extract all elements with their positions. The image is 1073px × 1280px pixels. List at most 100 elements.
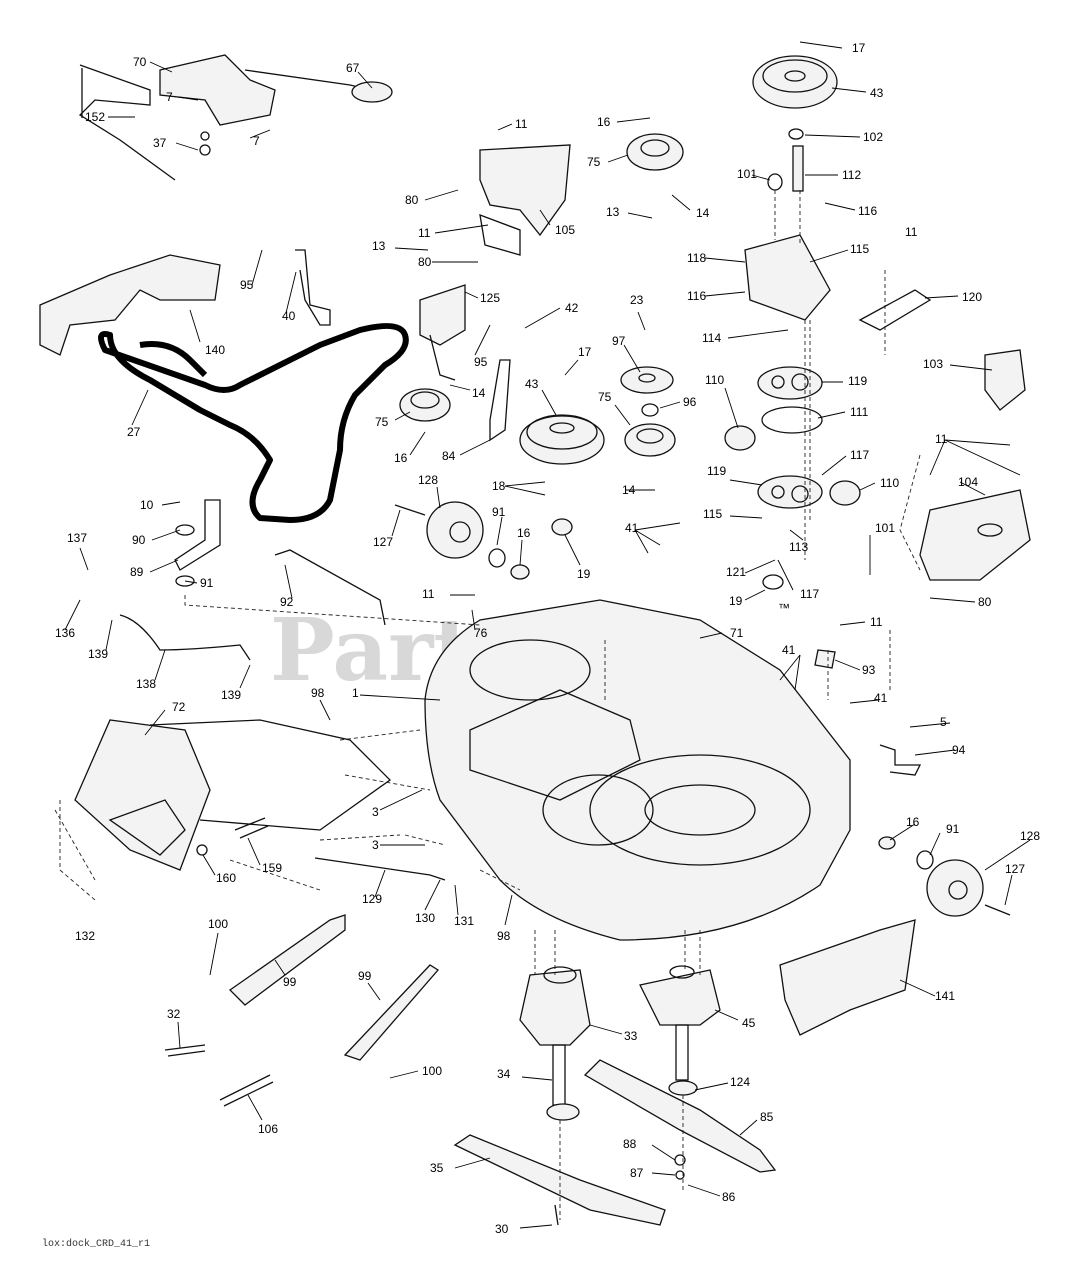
- callout-label: 11: [870, 615, 883, 629]
- callout-label: 138: [136, 677, 156, 691]
- callout-label: 140: [205, 343, 225, 357]
- callout-label: 128: [418, 473, 438, 487]
- callout-label: 115: [850, 242, 869, 256]
- callout-label: 132: [75, 929, 95, 943]
- callout-label: 16: [906, 815, 920, 829]
- callout-label: 19: [577, 567, 591, 581]
- callout-label: 101: [737, 167, 757, 181]
- callout-label: 1: [352, 686, 359, 700]
- callout-label: 112: [842, 168, 861, 182]
- callout-label: 91: [492, 505, 506, 519]
- callout-label: 136: [55, 626, 75, 640]
- callout-label: 5: [940, 715, 947, 729]
- callout-label: 14: [472, 386, 486, 400]
- callout-label: 11: [418, 226, 431, 240]
- callout-label: 113: [789, 540, 808, 554]
- callout-label: 86: [722, 1190, 736, 1204]
- callout-label: 98: [497, 929, 511, 943]
- callout-label: 100: [208, 917, 228, 931]
- callout-label: 117: [800, 587, 819, 601]
- callout-label: 43: [525, 377, 539, 391]
- callout-label: 119: [848, 374, 867, 388]
- callout-label: 139: [88, 647, 108, 661]
- callout-label: 67: [346, 61, 360, 75]
- callout-label: 35: [430, 1161, 444, 1175]
- callout-label: 37: [153, 136, 167, 150]
- callout-label: 3: [372, 838, 379, 852]
- callout-label: 110: [705, 373, 724, 387]
- callout-label: 75: [598, 390, 612, 404]
- callout-label: 118: [687, 251, 706, 265]
- callout-label: 27: [127, 425, 141, 439]
- callout-label: 43: [870, 86, 884, 100]
- callout-label: 125: [480, 291, 500, 305]
- callout-label: 131: [454, 914, 474, 928]
- callout-label: 11: [422, 587, 435, 601]
- callout-label: 121: [726, 565, 746, 579]
- callout-label: 71: [730, 626, 744, 640]
- callout-label: 11: [935, 432, 948, 446]
- callout-label: 10: [140, 498, 154, 512]
- callout-label: 42: [565, 301, 579, 315]
- callout-label: 32: [167, 1007, 181, 1021]
- callout-label: 16: [597, 115, 611, 129]
- callout-label: 84: [442, 449, 456, 463]
- callout-label: 40: [282, 309, 296, 323]
- callout-label: 159: [262, 861, 282, 875]
- callout-label: 70: [133, 55, 147, 69]
- callout-label: 104: [958, 475, 978, 489]
- callout-label: 7: [253, 134, 260, 148]
- callout-label: 119: [707, 464, 726, 478]
- callout-label: 91: [200, 576, 214, 590]
- callout-label: 130: [415, 911, 435, 925]
- callout-label: 115: [703, 507, 722, 521]
- callout-label: 18: [492, 479, 506, 493]
- callout-label: 91: [946, 822, 960, 836]
- callout-label: 3: [372, 805, 379, 819]
- callout-label: 101: [875, 521, 895, 535]
- callout-label: 41: [625, 521, 639, 535]
- callout-label: 127: [373, 535, 393, 549]
- callout-label: 103: [923, 357, 943, 371]
- callout-label: 141: [935, 989, 955, 1003]
- callout-label: 128: [1020, 829, 1040, 843]
- callout-label: 102: [863, 130, 883, 144]
- callout-label: 16: [394, 451, 408, 465]
- callout-label: 114: [702, 331, 721, 345]
- callout-label: 33: [624, 1029, 638, 1043]
- callout-label: 41: [782, 643, 796, 657]
- callout-label: 137: [67, 531, 87, 545]
- callout-label: 41: [874, 691, 888, 705]
- callout-label: 14: [696, 206, 710, 220]
- callout-label: 23: [630, 293, 644, 307]
- callout-label: 17: [578, 345, 592, 359]
- callout-label: 14: [622, 483, 636, 497]
- callout-label: 75: [587, 155, 601, 169]
- callout-label: 117: [850, 448, 869, 462]
- callout-label: 88: [623, 1137, 637, 1151]
- callout-label: 105: [555, 223, 575, 237]
- parts-artwork: [39, 54, 1031, 1226]
- callout-label: 124: [730, 1075, 750, 1089]
- callout-label: 95: [240, 278, 254, 292]
- callout-label: 129: [362, 892, 382, 906]
- callout-label: 19: [729, 594, 743, 608]
- callout-label: 13: [372, 239, 386, 253]
- callout-label: 80: [418, 255, 432, 269]
- callout-label: 116: [687, 289, 706, 303]
- callout-label: 7: [166, 90, 173, 104]
- callout-label: 80: [405, 193, 419, 207]
- callout-label: 127: [1005, 862, 1025, 876]
- callout-label: 92: [280, 595, 294, 609]
- callout-label: 89: [130, 565, 144, 579]
- callout-label: 110: [880, 476, 899, 490]
- callout-label: 90: [132, 533, 146, 547]
- callout-label: 97: [612, 334, 626, 348]
- callout-label: 111: [850, 405, 869, 419]
- alignment-lines: [54, 190, 921, 1220]
- callout-label: 11: [905, 225, 918, 239]
- leader-lines: [64, 41, 1031, 1229]
- callout-label: 99: [358, 969, 372, 983]
